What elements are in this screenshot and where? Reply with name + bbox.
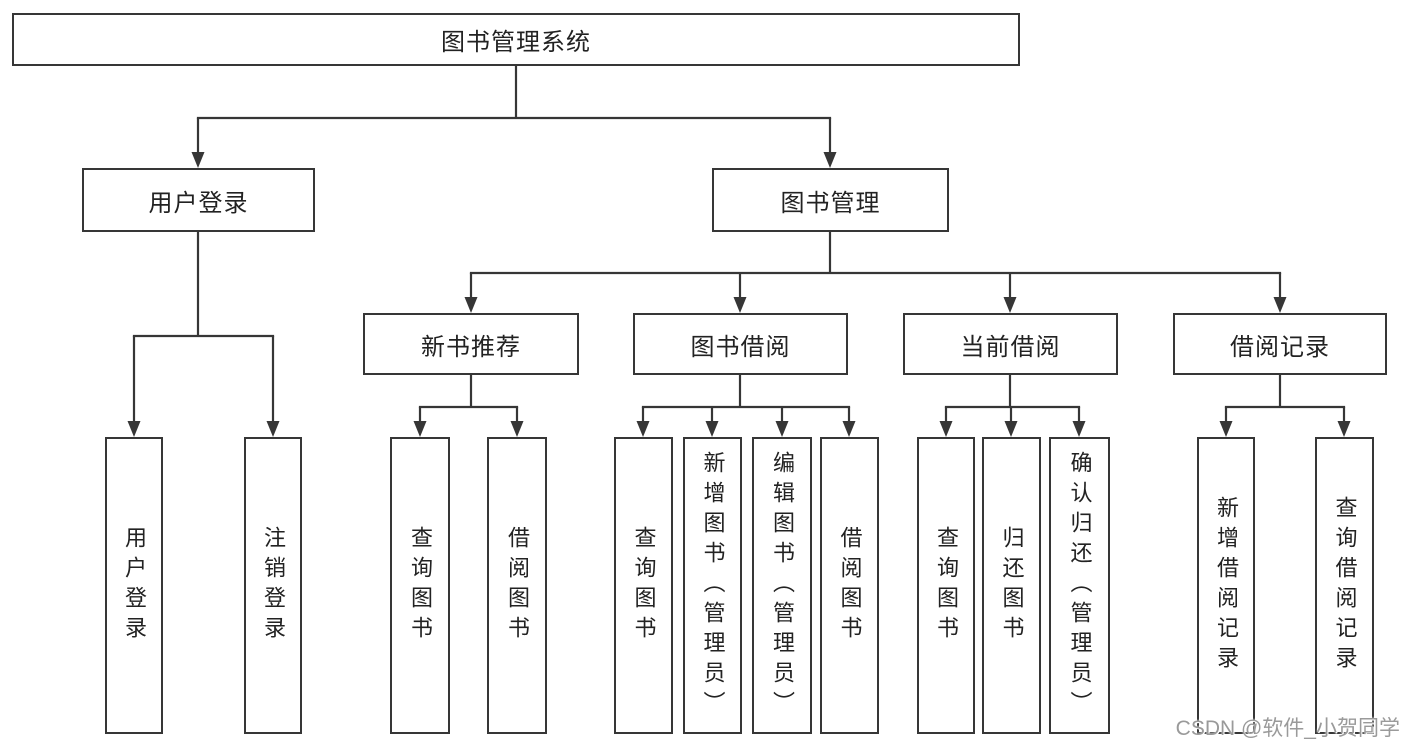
- node-label: 确认归还（管理员）: [1067, 450, 1093, 721]
- arrowhead-icon: [842, 421, 856, 437]
- node-label: 注销登录: [261, 525, 286, 646]
- node-label: 图书管理系统: [441, 29, 591, 56]
- leaf-logout: 注销登录: [244, 437, 302, 734]
- node-label: 归还图书: [999, 525, 1025, 646]
- arrowhead-icon: [510, 421, 524, 437]
- leaf-query-books-current: 查询图书: [917, 437, 975, 734]
- node-label: 新增图书（管理员）: [700, 450, 726, 721]
- csdn-watermark: CSDN @软件_小贺同学: [1175, 717, 1400, 740]
- leaf-borrow-books-2: 借阅图书: [820, 437, 879, 734]
- node-label: 查询图书: [408, 525, 433, 646]
- node-user-login: 用户登录: [82, 168, 315, 232]
- node-label: 查询图书: [934, 525, 959, 646]
- node-label: 查询图书: [631, 525, 657, 646]
- arrowhead-icon: [939, 421, 953, 437]
- node-label: 新书推荐: [421, 333, 521, 361]
- arrowhead-icon: [1337, 421, 1351, 437]
- arrowhead-icon: [464, 297, 478, 313]
- node-label: 当前借阅: [960, 333, 1061, 361]
- arrowhead-icon: [823, 152, 837, 168]
- node-label: 图书管理: [780, 189, 881, 217]
- arrowhead-icon: [705, 421, 719, 437]
- leaf-user-login: 用户登录: [105, 437, 163, 734]
- leaf-query-books-recommend: 查询图书: [390, 437, 450, 734]
- arrowhead-icon: [1219, 421, 1233, 437]
- node-label: 编辑图书（管理员）: [770, 450, 795, 721]
- node-label: 借阅图书: [837, 525, 863, 646]
- arrowhead-icon: [127, 421, 141, 437]
- leaf-add-borrow-record: 新增借阅记录: [1197, 437, 1255, 734]
- node-label: 新增借阅记录: [1214, 495, 1239, 676]
- arrowhead-icon: [1273, 297, 1287, 313]
- leaf-return-book: 归还图书: [982, 437, 1041, 734]
- arrowhead-icon: [1003, 297, 1017, 313]
- node-label: 借阅图书: [505, 525, 530, 646]
- node-borrow-records: 借阅记录: [1173, 313, 1387, 375]
- leaf-borrow-books-recommend: 借阅图书: [487, 437, 547, 734]
- leaf-query-borrow-record: 查询借阅记录: [1315, 437, 1374, 734]
- node-current-borrow: 当前借阅: [903, 313, 1118, 375]
- arrowhead-icon: [191, 152, 205, 168]
- node-label: 查询借阅记录: [1332, 495, 1358, 676]
- node-new-book-recommend: 新书推荐: [363, 313, 579, 375]
- node-root: 图书管理系统: [12, 13, 1020, 66]
- leaf-add-book-admin: 新增图书（管理员）: [683, 437, 742, 734]
- node-label: 图书借阅: [690, 333, 791, 361]
- leaf-confirm-return-admin: 确认归还（管理员）: [1049, 437, 1110, 734]
- arrowhead-icon: [775, 421, 789, 437]
- arrowhead-icon: [413, 421, 427, 437]
- node-label: 用户登录: [122, 525, 147, 646]
- arrowhead-icon: [636, 421, 650, 437]
- node-label: 用户登录: [148, 189, 249, 217]
- node-book-borrow: 图书借阅: [633, 313, 848, 375]
- node-label: 借阅记录: [1230, 333, 1330, 361]
- arrowhead-icon: [1004, 421, 1018, 437]
- arrowhead-icon: [266, 421, 280, 437]
- arrowhead-icon: [1072, 421, 1086, 437]
- node-book-management: 图书管理: [712, 168, 949, 232]
- leaf-query-books-borrow: 查询图书: [614, 437, 673, 734]
- leaf-edit-book-admin: 编辑图书（管理员）: [752, 437, 812, 734]
- arrowhead-icon: [733, 297, 747, 313]
